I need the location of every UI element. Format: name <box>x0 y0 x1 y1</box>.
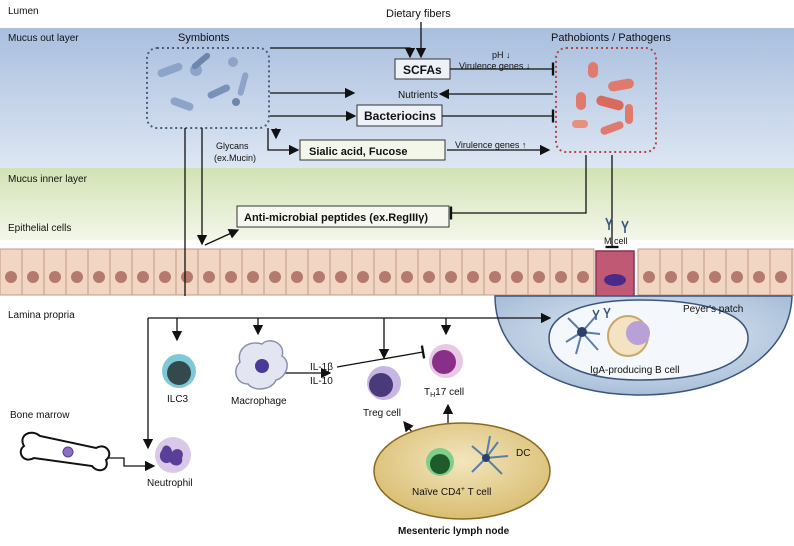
epithelial-nucleus <box>489 271 501 283</box>
peyer-antibodies <box>592 307 611 320</box>
scfas-label: SCFAs <box>403 63 442 77</box>
epithelial-nucleus <box>115 271 127 283</box>
iga-b-cell-label: IgA-producing B cell <box>590 365 680 376</box>
virulence-down-label: Virulence genes ↓ <box>459 61 530 71</box>
epithelial-nucleus <box>643 271 655 283</box>
epithelial-nucleus <box>247 271 259 283</box>
b-cell-nucleus <box>626 321 650 345</box>
th17-nucleus <box>432 350 456 374</box>
epithelial-nucleus <box>313 271 325 283</box>
macrophage-nucleus <box>255 359 269 373</box>
mucin-label: (ex.Mucin) <box>214 153 256 163</box>
epithelial-nucleus <box>533 271 545 283</box>
epithelial-cell-row <box>0 248 794 296</box>
epithelial-nucleus <box>731 271 743 283</box>
epithelial-nucleus <box>203 271 215 283</box>
epithelial-nucleus <box>5 271 17 283</box>
epithelial-label: Epithelial cells <box>8 223 71 234</box>
treg-nucleus <box>369 373 393 397</box>
amp-label: Anti-microbial peptides (ex.RegIIIγ) <box>244 212 428 224</box>
m-cell-label: M cell <box>604 236 628 246</box>
il1b-label: IL-1β <box>310 362 333 373</box>
ilc3-label: ILC3 <box>167 394 189 405</box>
epithelial-nucleus <box>335 271 347 283</box>
sialic-box <box>299 139 446 161</box>
dc-peyer-core <box>577 327 587 337</box>
epithelial-nucleus <box>445 271 457 283</box>
pathobionts-box <box>555 47 657 153</box>
peyers-patch-label: Peyer's patch <box>683 304 743 315</box>
m-cell-nucleus <box>604 274 626 286</box>
mln-label: Mesenteric lymph node <box>398 526 510 537</box>
mucus-out-label: Mucus out layer <box>8 33 79 44</box>
pathobionts-title: Pathobionts / Pathogens <box>551 32 671 44</box>
neutrophil-nucleus <box>159 445 183 466</box>
symbiont-bacteria <box>157 52 249 111</box>
epithelial-nucleus <box>665 271 677 283</box>
epithelial-nucleus <box>709 271 721 283</box>
naive-cd4-label: Naïve CD4+ T cell <box>412 486 491 498</box>
epithelial-nucleus <box>181 271 193 283</box>
epithelial-nucleus <box>401 271 413 283</box>
top-arrows <box>196 22 619 249</box>
sialic-label: Sialic acid, Fucose <box>309 146 407 158</box>
mucus-inner-label: Mucus inner layer <box>8 174 88 185</box>
epithelial-nucleus <box>775 271 787 283</box>
mesenteric-lymph-node <box>373 422 551 520</box>
antibody-icons <box>605 217 629 233</box>
treg-label: Treg cell <box>363 408 401 419</box>
dendritic-cell-mln <box>471 435 509 475</box>
il10-label: IL-10 <box>310 376 333 387</box>
epithelial-nucleus <box>93 271 105 283</box>
naive-cd4-nucleus <box>430 454 450 474</box>
dietary-fibers-label: Dietary fibers <box>386 8 451 20</box>
epithelial-nucleus <box>511 271 523 283</box>
symbionts-title: Symbionts <box>178 32 230 44</box>
epithelial-nucleus <box>225 271 237 283</box>
dendritic-cell-peyer <box>565 315 601 355</box>
ilc3-nucleus <box>167 361 191 385</box>
mucus-inner-layer <box>0 168 794 240</box>
epithelial-nucleus <box>137 271 149 283</box>
macrophage-label: Macrophage <box>231 396 287 407</box>
epithelial-cell <box>791 248 794 296</box>
symbionts-box <box>146 47 270 129</box>
dc-label: DC <box>516 448 530 459</box>
lumen-label: Lumen <box>8 6 39 17</box>
epithelial-nucleus <box>555 271 567 283</box>
virulence-up-label: Virulence genes ↑ <box>455 140 526 150</box>
bone-marrow-cell <box>62 446 74 458</box>
epithelial-nucleus <box>423 271 435 283</box>
epithelial-nucleus <box>269 271 281 283</box>
epithelial-nucleus <box>687 271 699 283</box>
bone-marrow-label: Bone marrow <box>10 410 70 421</box>
epithelial-nucleus <box>467 271 479 283</box>
epithelial-nucleus <box>71 271 83 283</box>
epithelial-nucleus <box>577 271 589 283</box>
th17-label: TH17 cell <box>424 387 464 399</box>
epithelial-nucleus <box>291 271 303 283</box>
epithelial-nucleus <box>379 271 391 283</box>
epithelial-nucleus <box>159 271 171 283</box>
epithelial-nucleus <box>27 271 39 283</box>
epithelial-nucleus <box>357 271 369 283</box>
epithelial-nucleus <box>49 271 61 283</box>
bacteriocins-label: Bacteriocins <box>364 109 436 123</box>
glycans-label: Glycans <box>216 141 249 151</box>
pathogen-bacteria <box>572 62 634 135</box>
ph-label: pH ↓ <box>492 50 511 60</box>
amp-box <box>236 205 450 228</box>
epithelial-nucleus <box>753 271 765 283</box>
dc-mln-core <box>482 454 490 462</box>
lamina-propria-label: Lamina propria <box>8 310 75 321</box>
nutrients-label: Nutrients <box>398 90 438 101</box>
neutrophil-label: Neutrophil <box>147 478 193 489</box>
